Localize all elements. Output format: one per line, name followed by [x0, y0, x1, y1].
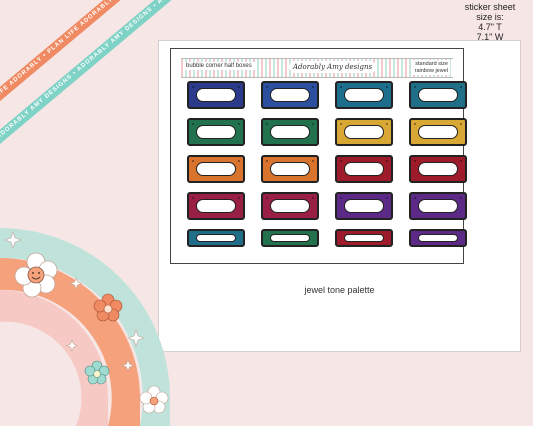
size-info-line: size is: — [476, 12, 504, 22]
sticker-writing-space — [270, 125, 310, 139]
sticker-writing-space — [270, 162, 310, 176]
sticker-writing-space — [196, 199, 236, 213]
sticker-box — [335, 192, 393, 220]
sticker-box — [187, 155, 245, 183]
sticker-writing-space — [344, 234, 384, 242]
sticker-box — [187, 229, 245, 247]
sheet-size-line: standard size — [415, 61, 448, 67]
sheet-header: bubble corner half boxes Adorably Amy de… — [181, 58, 453, 78]
sticker-writing-space — [418, 234, 458, 242]
sticker-sheet: bubble corner half boxes Adorably Amy de… — [170, 48, 467, 264]
sticker-writing-space — [344, 88, 384, 102]
brand-logo: Adorably Amy designs — [289, 61, 377, 73]
sticker-writing-space — [196, 125, 236, 139]
palette-caption: jewel tone palette — [304, 285, 375, 295]
sticker-box — [261, 155, 319, 183]
size-info: sticker sheet size is: 4.7" T 7.1" W — [455, 2, 525, 42]
size-info-line: 7.1" W — [476, 32, 504, 42]
sticker-box — [409, 155, 467, 183]
sticker-box — [261, 192, 319, 220]
sticker-writing-space — [344, 125, 384, 139]
sticker-box — [409, 192, 467, 220]
sheet-size-line: rainbow jewel — [414, 67, 448, 74]
sticker-box — [409, 229, 467, 247]
sheet-size-label: standard size rainbow jewel — [412, 60, 450, 75]
smiley-flower-icon — [14, 252, 58, 298]
sticker-grid — [187, 81, 467, 259]
rainbow-band-pink — [0, 290, 108, 426]
sticker-writing-space — [418, 88, 458, 102]
sticker-writing-space — [418, 162, 458, 176]
sheet-title: bubble corner half boxes — [183, 62, 255, 70]
sparkle-icon — [127, 329, 145, 347]
sticker-box — [261, 118, 319, 146]
rainbow-band-orange — [0, 258, 140, 426]
sticker-writing-space — [418, 125, 458, 139]
sticker-writing-space — [344, 162, 384, 176]
sticker-box — [335, 155, 393, 183]
sticker-box — [187, 192, 245, 220]
sticker-box — [187, 81, 245, 109]
sticker-box — [335, 81, 393, 109]
size-info-line: 4.7" T — [478, 22, 502, 32]
sticker-box — [335, 229, 393, 247]
sticker-box — [261, 81, 319, 109]
sticker-writing-space — [418, 199, 458, 213]
sticker-box — [261, 229, 319, 247]
sticker-box — [409, 81, 467, 109]
sticker-writing-space — [270, 234, 310, 242]
sticker-writing-space — [270, 88, 310, 102]
sticker-writing-space — [196, 234, 236, 242]
flower-icon — [139, 385, 169, 414]
sparkle-icon — [4, 231, 22, 249]
sticker-writing-space — [196, 88, 236, 102]
sticker-writing-space — [196, 162, 236, 176]
size-info-line: sticker sheet — [464, 2, 516, 12]
sticker-writing-space — [270, 199, 310, 213]
sparkle-icon — [65, 339, 79, 352]
sparkle-icon — [69, 277, 83, 290]
sparkle-icon — [121, 359, 135, 372]
rainbow-band-inner — [0, 322, 76, 426]
flower-icon — [93, 293, 123, 322]
sticker-box — [187, 118, 245, 146]
sticker-writing-space — [344, 199, 384, 213]
sticker-box — [409, 118, 467, 146]
sticker-box — [335, 118, 393, 146]
flower-icon — [84, 360, 110, 385]
